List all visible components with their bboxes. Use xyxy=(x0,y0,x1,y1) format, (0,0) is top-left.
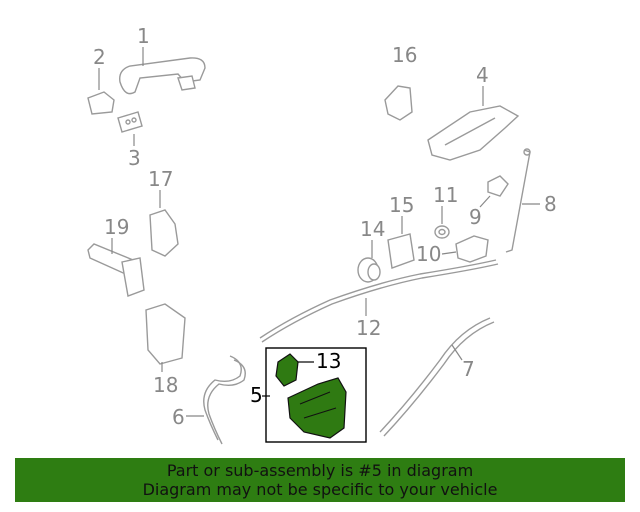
part-17-bracket[interactable] xyxy=(149,209,179,257)
callout-6: 6 xyxy=(172,405,185,429)
part-1-outside-handle[interactable] xyxy=(119,57,206,95)
parts-diagram: 1 2 3 4 16 8 9 11 10 xyxy=(87,24,557,445)
callout-16: 16 xyxy=(392,43,417,67)
part-13-highlighted[interactable] xyxy=(275,353,299,387)
callout-1: 1 xyxy=(137,24,150,48)
part-12-cable[interactable] xyxy=(259,259,499,343)
banner-line-1: Part or sub-assembly is #5 in diagram xyxy=(166,461,474,480)
callout-18: 18 xyxy=(153,373,178,397)
callout-19: 19 xyxy=(104,215,129,239)
part-11-grommet[interactable] xyxy=(434,225,450,239)
part-8-rod[interactable] xyxy=(505,148,531,253)
callout-7: 7 xyxy=(462,357,475,381)
callout-17: 17 xyxy=(148,167,173,191)
callout-9: 9 xyxy=(469,205,482,229)
part-5-door-lock-actuator[interactable] xyxy=(287,377,347,439)
part-4-inside-handle[interactable] xyxy=(427,105,520,161)
part-15-module[interactable] xyxy=(387,233,415,269)
callout-11: 11 xyxy=(433,183,458,207)
leader-9 xyxy=(479,195,491,208)
part-9-clip[interactable] xyxy=(487,175,509,197)
callout-13: 13 xyxy=(316,349,341,373)
callout-12: 12 xyxy=(356,316,381,340)
callout-4: 4 xyxy=(476,63,489,87)
leader-7 xyxy=(451,344,463,361)
part-2-handle-cap[interactable] xyxy=(87,91,115,115)
callout-5: 5 xyxy=(250,383,263,407)
part-18-handle-frame[interactable] xyxy=(145,303,186,365)
part-14-lock-cylinder[interactable] xyxy=(357,257,381,283)
callout-3: 3 xyxy=(128,146,141,170)
part-19-door-check[interactable] xyxy=(87,243,145,297)
part-6-cable[interactable] xyxy=(203,355,246,445)
part-16-bezel[interactable] xyxy=(384,85,413,121)
callout-8: 8 xyxy=(544,192,557,216)
part-3-gasket[interactable] xyxy=(117,111,143,133)
callout-10: 10 xyxy=(416,242,441,266)
leader-10 xyxy=(441,251,457,255)
part-7-cable[interactable] xyxy=(379,317,495,437)
info-banner: Part or sub-assembly is #5 in diagram Di… xyxy=(15,458,625,502)
part-10-actuator[interactable] xyxy=(455,235,489,263)
banner-line-2: Diagram may not be specific to your vehi… xyxy=(142,480,498,499)
callout-14: 14 xyxy=(360,217,385,241)
callout-2: 2 xyxy=(93,45,106,69)
callout-15: 15 xyxy=(389,193,414,217)
